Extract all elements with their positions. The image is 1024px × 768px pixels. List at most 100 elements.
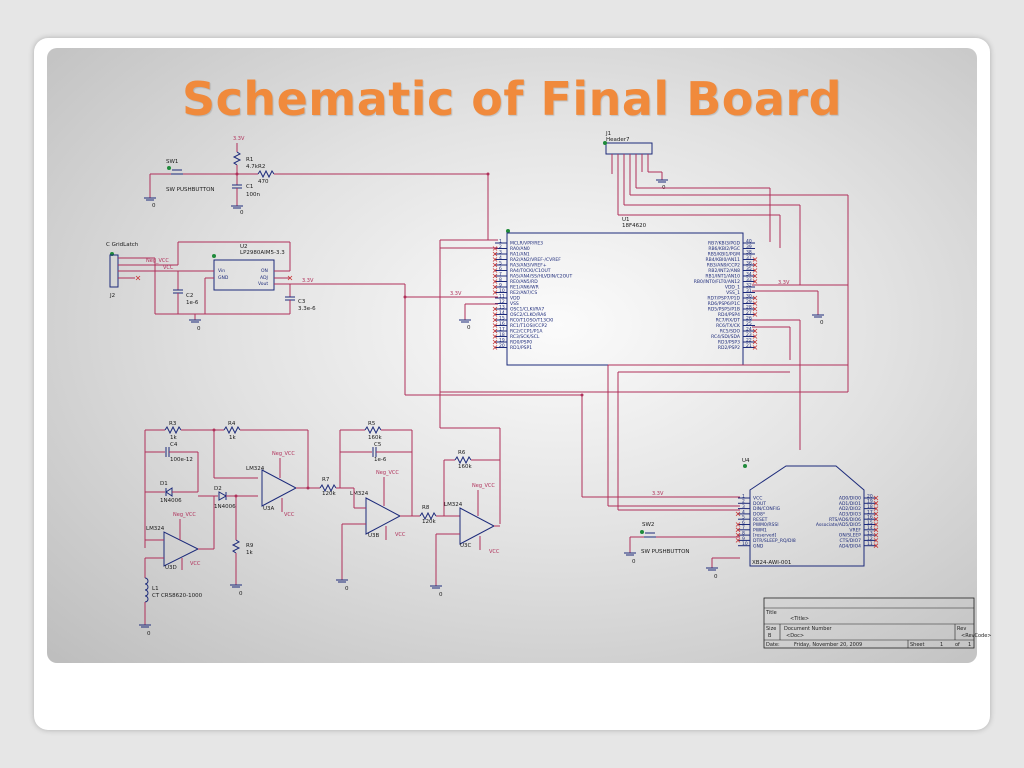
u1-right-name-18: RC4/SDI/SDA	[711, 334, 741, 340]
u1-left-name-20: RD1/PSP1	[510, 345, 532, 351]
j2-vcc: VCC	[163, 265, 174, 271]
analog-filter-chain: R3 1k R4 1k C4 100e-12 D1 1N4006 D2 1N40…	[139, 421, 500, 637]
u2-gnd: GND	[218, 275, 229, 281]
r7-ref: R7	[322, 477, 330, 483]
u1-right-num-18: 23	[746, 332, 752, 338]
u1-left-num-1: 1	[499, 238, 502, 244]
u4-left-num-7: 7	[742, 525, 745, 531]
title-block-date-value: Friday, November 20, 2009	[794, 642, 862, 648]
r8-ref: R8	[422, 505, 430, 511]
u1-value: 18F4620	[622, 223, 647, 229]
u1-left-name-11: VDD	[510, 296, 521, 302]
u1-right-name-7: RB1/INT1/AN10	[705, 274, 740, 280]
u1-left-num-10: 10	[499, 288, 505, 294]
u1-left-num-12: 12	[499, 299, 505, 305]
c2-value: 1e-6	[186, 300, 199, 306]
u1-left-name-17: RC2/CCP1/P1A	[510, 329, 543, 335]
u4-right-num-3: 18	[867, 504, 873, 510]
u4-right-name-3: AD2/DIO2	[839, 506, 861, 512]
u1-left-num-9: 9	[499, 282, 502, 288]
gnd-label-r9: 0	[239, 591, 243, 597]
u4-right-num-2: 19	[867, 499, 873, 505]
u3a-ref: U3A	[263, 506, 275, 512]
u1-right-num-20: 21	[746, 343, 752, 349]
r9-value: 1k	[246, 550, 253, 556]
u1-left-name-18: RC3/SCK/SCL	[510, 334, 540, 340]
u4-left-name-6: PWM0/RSSI	[753, 522, 779, 528]
u1-right-num-3: 38	[746, 249, 752, 255]
u4-left-pins: VCC1DOUT2DIN/CONFIG3DO8*4RESET5PWM0/RSSI…	[735, 493, 796, 549]
u3d-value: LM324	[146, 526, 165, 532]
u4-right-num-7: 14	[867, 525, 873, 531]
u4-left-name-2: DOUT	[753, 501, 766, 507]
c5-value: 1e-6	[374, 457, 387, 463]
gnd-label-u3c: 0	[439, 592, 443, 598]
u4-right-num-8: 13	[867, 531, 873, 537]
u1-left-num-17: 17	[499, 326, 505, 332]
u1-left-num-4: 4	[499, 255, 502, 261]
r3-value: 1k	[170, 435, 177, 441]
u1-left-name-8: RE0/AN5/RD	[510, 279, 538, 285]
r6-value: 160k	[458, 464, 472, 470]
title-block-rev-value: <RevCode>	[961, 633, 991, 639]
u1-right-num-9: 32	[746, 282, 752, 288]
c1-ref: C1	[246, 184, 253, 190]
u1-right-name-16: RC6/TX/CK	[716, 323, 741, 329]
j2-ref: J2	[109, 293, 115, 299]
c4-value: 100e-12	[170, 457, 193, 463]
u4-left-num-9: 9	[742, 536, 745, 542]
r1-value: 4.7k	[246, 164, 259, 170]
title-block-rev-label: Rev	[957, 626, 966, 632]
u4-right-name-2: AD1/DIO1	[839, 501, 861, 507]
u1-left-num-16: 16	[499, 321, 505, 327]
u4-left-num-3: 3	[742, 504, 745, 510]
u1-right-name-1: RB7/KBI3/PGD	[708, 241, 741, 247]
slide-panel	[47, 48, 977, 663]
u1-right-name-14: RD4/PSP4	[718, 312, 740, 318]
u4-left-num-10: 10	[742, 541, 748, 547]
u4-right-num-6: 15	[867, 520, 873, 526]
u1-left-name-4: RA2/AN2/VREF-/CVREF	[510, 257, 561, 263]
u2-value: LP2980AIM5-3.3	[240, 250, 285, 256]
c3-ref: C3	[298, 299, 306, 305]
title-block-date-label: Date:	[766, 642, 780, 648]
r8-value: 120k	[422, 519, 436, 525]
header-j1: J1 Header7 0	[603, 131, 849, 392]
u1-right-name-8: RB0/INT0/FLT0/AN12	[694, 279, 740, 285]
u1-left-name-19: RD0/PSP0	[510, 340, 532, 346]
u2-vout: Vout	[258, 281, 268, 287]
u1-left-name-10: RE2/AN7/CS	[510, 290, 537, 296]
u1-right-name-4: RB4/KBI0/AN11	[705, 257, 740, 263]
d1-ref: D1	[160, 481, 168, 487]
u4-right-num-4: 17	[867, 509, 873, 515]
r7-value: 120k	[322, 491, 336, 497]
u4-left-name-9: DTR/SLEEP_RQ/DI8	[753, 538, 796, 544]
u1-left-name-16: RC1/T1OSI/CCP2	[510, 323, 547, 329]
title-block-title-value: <Title>	[790, 616, 809, 622]
power-regulator: C GridLatch J2 Neg_VCC VCC U2 LP2980AIM5…	[106, 241, 407, 332]
gnd-label-u2: 0	[197, 326, 201, 332]
u1-right-name-2: RB6/KBI2/PGC	[708, 246, 740, 252]
u4-left-num-4: 4	[742, 509, 745, 515]
u2-out-net: 3.3V	[302, 278, 314, 284]
u1-left-num-5: 5	[499, 260, 502, 266]
sw1-ref: SW1	[166, 159, 178, 165]
u3c-value: LM324	[444, 502, 463, 508]
u1-left-pins: MCLR/VPP/RE31RA0/AN02RA1/AN13RA2/AN2/VRE…	[492, 238, 572, 351]
u3c-ref: U3C	[460, 543, 472, 549]
l1-value: CT CRS8620-1000	[152, 593, 203, 599]
r5-ref: R5	[368, 421, 376, 427]
r9-ref: R9	[246, 543, 254, 549]
r4-value: 1k	[229, 435, 236, 441]
u4-right-name-7: VREF	[849, 527, 861, 533]
rail-3v3-label: 3.3V	[233, 136, 245, 142]
u1-right-num-5: 36	[746, 260, 752, 266]
r2-ref: R2	[258, 164, 265, 170]
u4-left-num-5: 5	[742, 515, 745, 521]
u1-left-num-3: 3	[499, 249, 502, 255]
u1-right-name-20: RD2/PSP2	[718, 345, 740, 351]
gnd-label-u4: 0	[714, 574, 718, 580]
u1-right-name-12: RD6/PSP6/P1C	[708, 301, 740, 307]
xbee-vcc-net: 3.3V	[652, 491, 664, 497]
